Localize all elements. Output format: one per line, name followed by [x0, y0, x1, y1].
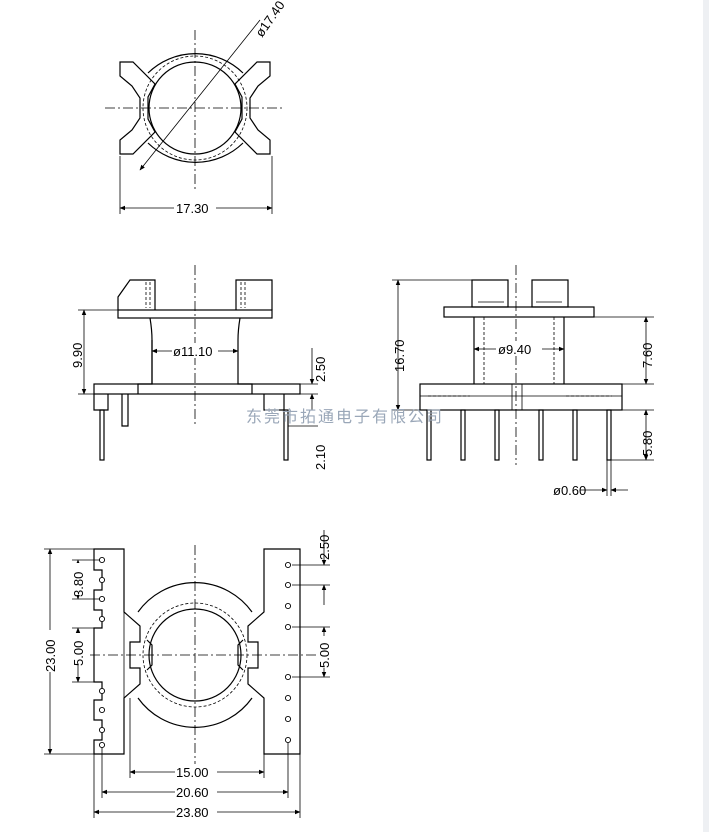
bottom-view-bore: [148, 608, 242, 702]
bottom-view-outer-arc-bottom: [137, 697, 253, 728]
side-view-left-tower: [471, 279, 509, 308]
bottom-view-left-rail: [93, 548, 141, 755]
top-view-diameter-leader: [139, 19, 261, 171]
top-view-outer-arc-bottom: [147, 142, 244, 163]
top-view-width-label: 17.30: [176, 201, 209, 216]
bottom-view-pin-hole: [98, 595, 106, 603]
front-view-right-tower: [235, 279, 273, 310]
bottom-view-pin-hole: [98, 706, 106, 714]
bottom-view-pin-hole: [284, 623, 292, 631]
top-view: ø17.40 17.30: [105, 0, 288, 216]
front-view-base-left-foot: [93, 394, 109, 411]
bottom-view-right-notch: [237, 639, 244, 671]
bottom-view-pitch-left-bg: [70, 563, 86, 595]
bottom-view-pin-hole: [98, 741, 106, 749]
top-view-bore: [148, 61, 242, 155]
front-view-height-label: 9.90: [70, 343, 85, 368]
bottom-view: 23.00 3.80 5.00 2.50 5.00 15.00: [41, 530, 332, 820]
front-view-bore-bg: [172, 343, 218, 358]
top-view-width-bg: [174, 200, 216, 215]
side-view-pin-4: [538, 409, 544, 461]
bottom-view-outer-arc-top: [137, 582, 253, 613]
side-view-base: [419, 383, 623, 411]
bottom-view-pin-hole: [284, 736, 292, 744]
watermark: 东莞市拓通电子有限公司: [246, 407, 444, 426]
bottom-view-pin-hole: [98, 615, 106, 623]
bottom-view-pitch-left-label: 3.80: [71, 572, 86, 597]
bottom-view-pins-width-label: 20.60: [176, 785, 209, 800]
page-edge: [703, 0, 709, 832]
side-view-pin-1: [426, 409, 432, 461]
bottom-view-pitch-right-label: 2.50: [317, 535, 332, 560]
front-view: 9.90 ø11.10 2.50 2.10: [70, 265, 328, 470]
front-view-left-tower: [117, 279, 156, 310]
front-view-base: [93, 383, 301, 395]
top-view-outer-arc-top: [147, 53, 244, 74]
front-view-pin-offset-label: 2.10: [313, 445, 328, 470]
bottom-view-inner-width-bg: [175, 764, 217, 779]
bottom-view-overall-width-bg: [175, 804, 217, 819]
front-view-bore-label: ø11.10: [173, 344, 213, 359]
side-view-bore-label: ø9.40: [498, 342, 531, 357]
bottom-view-pin-hole: [284, 602, 292, 610]
front-view-core-left: [137, 317, 153, 394]
side-view-right-tower: [531, 279, 569, 308]
front-view-pin-left: [99, 409, 105, 461]
front-view-core-right: [237, 317, 253, 394]
top-view-left-wing: [119, 61, 156, 155]
side-view-upper-height-label: 7.60: [640, 343, 655, 368]
side-view-bore-bg: [496, 341, 542, 356]
side-view: 16.70 ø9.40 7.60 5.80 ø0.60: [392, 265, 655, 498]
side-view-pin-5: [572, 409, 578, 461]
side-view-top-flange: [443, 306, 595, 318]
front-view-pin-right: [283, 409, 289, 461]
bottom-view-height-label: 23.00: [43, 639, 58, 672]
bottom-view-slot-right-label: 5.00: [317, 643, 332, 668]
bottom-view-overall-width-label: 23.80: [176, 805, 209, 820]
side-view-pin-3: [494, 409, 500, 461]
bottom-view-pin-hole: [284, 561, 292, 569]
bottom-view-inner-width-label: 15.00: [176, 765, 209, 780]
bottom-view-slot-left-bg: [70, 633, 86, 665]
bottom-view-pin-hole: [284, 694, 292, 702]
bottom-view-slot-left-label: 5.00: [71, 641, 86, 666]
top-view-bore-hidden: [142, 55, 248, 161]
bottom-view-right-rail: [247, 548, 301, 755]
top-view-right-wing: [234, 61, 271, 155]
front-view-base-right-foot: [263, 394, 285, 411]
bottom-view-pin-hole: [284, 715, 292, 723]
bottom-view-left-notch: [146, 639, 153, 671]
bottom-view-pin-hole: [98, 687, 106, 695]
top-view-outer-diameter-label: ø17.40: [252, 0, 288, 40]
side-view-pin-2: [460, 409, 466, 461]
bottom-view-height-bg: [41, 630, 57, 672]
bottom-view-pins-width-bg: [175, 784, 217, 799]
bottom-view-pin-hole: [284, 673, 292, 681]
side-view-pin-6: [606, 409, 612, 461]
bottom-view-pin-hole: [98, 576, 106, 584]
bottom-view-pin-hole: [98, 726, 106, 734]
front-view-top-flange: [117, 309, 273, 319]
side-view-total-height-label: 16.70: [392, 339, 407, 372]
bottom-view-bore-hidden: [142, 602, 248, 708]
bottom-view-pin-hole: [98, 556, 106, 564]
side-view-pin-length-label: 5.80: [640, 431, 655, 456]
bottom-view-slot-right-bg: [316, 636, 332, 668]
side-view-pin-diameter-label: ø0.60: [553, 483, 586, 498]
front-view-flange-label: 2.50: [313, 357, 328, 382]
bottom-view-pin-hole: [284, 581, 292, 589]
front-view-base-left-notch: [121, 394, 129, 427]
